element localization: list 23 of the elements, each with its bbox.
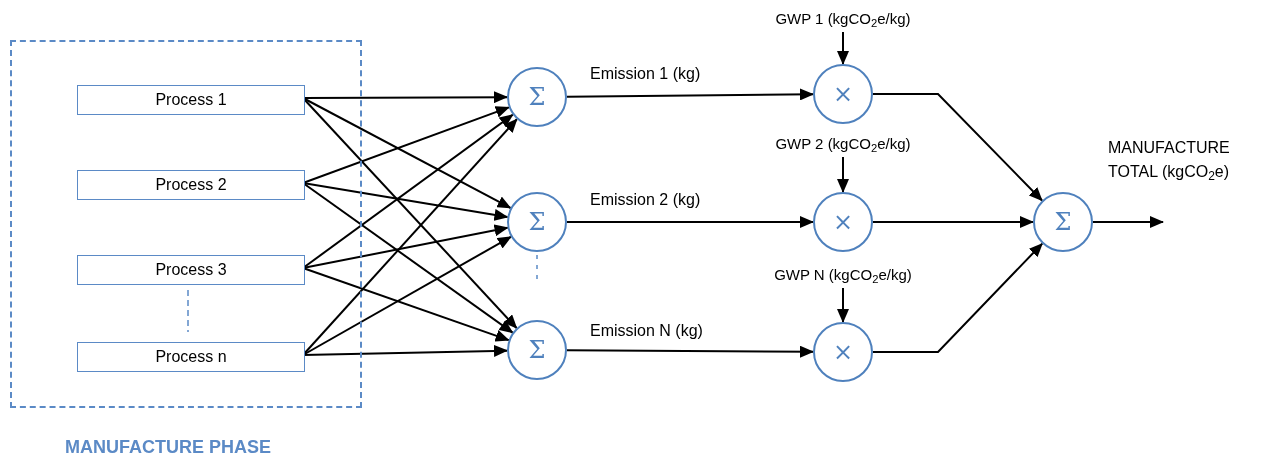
arrow <box>566 216 814 228</box>
arrow <box>566 345 814 358</box>
arrow <box>837 31 849 65</box>
edge-label: Emission N (kg) <box>590 321 704 341</box>
arrow <box>1092 216 1164 228</box>
process-box: Process n <box>77 342 305 372</box>
edge-label: Emission 1 (kg) <box>590 64 702 84</box>
arrow <box>872 216 1034 228</box>
arrow <box>837 287 849 323</box>
phase-title: MANUFACTURE PHASE <box>65 436 271 459</box>
arrow <box>566 88 814 101</box>
phase-box <box>10 40 362 408</box>
edge-label: MANUFACTURE TOTAL (kgCO$_{2}$e) <box>1108 138 1231 184</box>
process-box: Process 3 <box>77 255 305 285</box>
process-box: Process 2 <box>77 170 305 200</box>
edge-label: Emission 2 (kg) <box>590 190 702 210</box>
process-box: Process 1 <box>77 85 305 115</box>
arrow <box>837 156 849 193</box>
arrow <box>872 93 1044 202</box>
factor-label: GWP 2 (kgCO$_{2}$e/kg) <box>748 131 938 157</box>
factor-label: GWP N (kgCO$_{2}$e/kg) <box>748 262 938 288</box>
factor-label: GWP 1 (kgCO$_{2}$e/kg) <box>748 6 938 32</box>
arrow <box>872 242 1044 353</box>
